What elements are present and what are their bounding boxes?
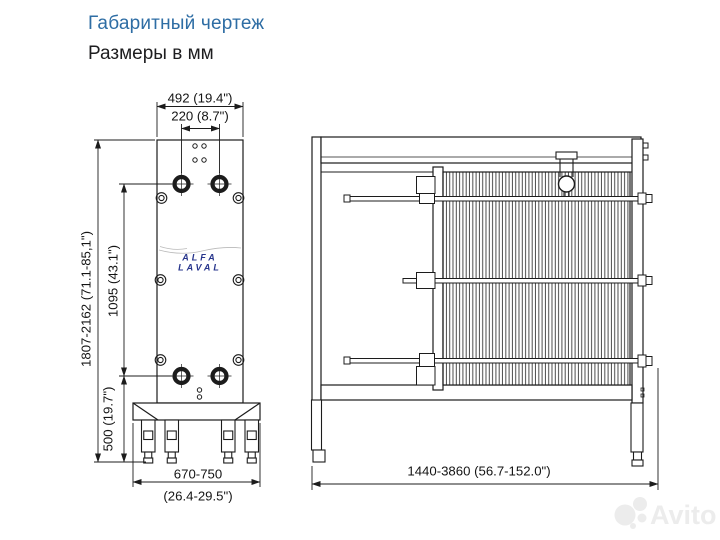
alfa-laval-logo-line1: ALFA	[182, 252, 218, 263]
avito-watermark: Avito	[614, 497, 717, 530]
avito-logo-circles	[614, 497, 647, 529]
dim-port-spacing-vertical: 1095 (43.1")	[105, 244, 121, 318]
dim-base-width-mm: 670-750	[173, 466, 223, 482]
lower-holes	[196, 387, 203, 400]
tie-bolt-bottom	[343, 353, 653, 386]
port-centerlines	[169, 172, 232, 388]
front-view	[132, 139, 261, 464]
frame-plate-side	[311, 136, 322, 404]
dim-base-width-in: (26.4-29.5")	[163, 488, 233, 504]
dim-port-spacing-horizontal: 220 (8.7")	[171, 108, 229, 124]
guide-bar-bottom	[320, 384, 633, 401]
base-pedestal	[132, 402, 261, 421]
side-view	[310, 136, 653, 467]
top-holes	[192, 143, 207, 163]
dimension-lines	[94, 102, 659, 490]
page-subtitle: Размеры в мм	[88, 43, 214, 64]
bolt-circles	[154, 192, 245, 366]
dim-overall-height: 1807-2162 (71.1-85,1")	[78, 231, 94, 367]
tie-bolt-middle	[402, 272, 653, 289]
avito-watermark-text: Avito	[650, 500, 717, 530]
page-title: Габаритный чертеж	[88, 13, 265, 34]
dim-overall-length: 1440-3860 (56.7-152.0")	[407, 463, 551, 479]
tie-bolt-top	[343, 176, 653, 205]
dim-overall-width: 492 (19.4")	[167, 90, 233, 106]
dim-foundation-height: 500 (19.7")	[100, 386, 116, 452]
carrying-bar-top	[320, 136, 642, 173]
front-legs	[140, 419, 260, 464]
alfa-laval-logo: ALFA LAVAL	[178, 253, 222, 274]
side-legs	[310, 399, 644, 467]
alfa-laval-logo-line2: LAVAL	[178, 263, 222, 273]
logo-swoosh	[158, 246, 242, 254]
